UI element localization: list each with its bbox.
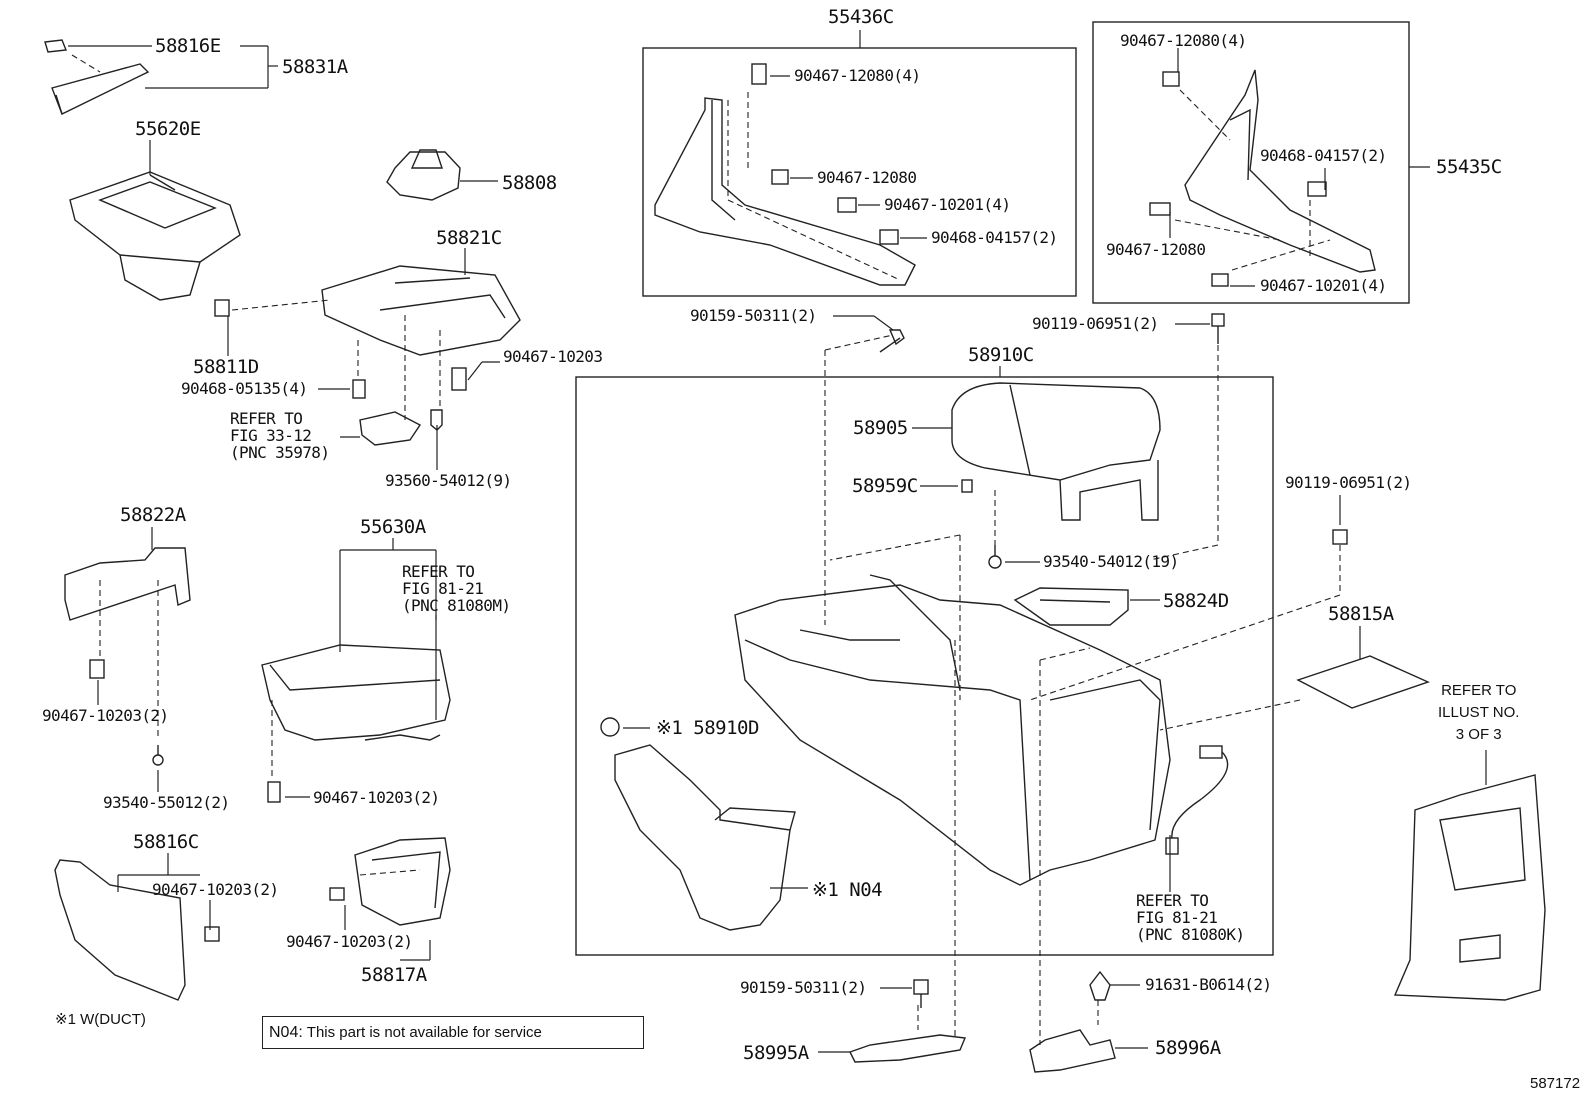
bolt-91631 xyxy=(1089,970,1111,1001)
part-58811d-clip xyxy=(214,299,230,317)
refer-fig-81-21-m: REFER TO FIG 81-21 (PNC 81080M) xyxy=(402,562,511,615)
refer-line: REFER TO xyxy=(1136,891,1209,910)
refer-line: REFER TO xyxy=(230,409,303,428)
label-90467-10201-4-b: 90467-10201(4) xyxy=(1260,276,1387,295)
label-58959c: 58959C xyxy=(852,475,918,497)
label-58816e: 58816E xyxy=(155,35,221,57)
label-90467-12080-4-b: 90467-12080(4) xyxy=(1120,31,1247,50)
part-55620e-tray xyxy=(69,171,241,301)
wire-harness-k xyxy=(1165,745,1229,855)
screw-93540-54012 xyxy=(988,545,1002,569)
part-58816e-clip xyxy=(44,39,67,53)
part-58817a-bracket xyxy=(329,837,451,926)
label-90159-50311-b: 90159-50311(2) xyxy=(740,978,867,997)
refer-line: FIG 81-21 xyxy=(402,579,484,598)
label-90467-10203-a: 90467-10203 xyxy=(503,347,603,366)
refer-line: REFER TO xyxy=(1441,682,1517,699)
label-90467-10203-2-d: 90467-10203(2) xyxy=(286,932,413,951)
label-90468-04157-2-b: 90468-04157(2) xyxy=(1260,146,1387,165)
label-93560-54012: 93560-54012(9) xyxy=(385,471,512,490)
label-91631-b0614: 91631-B0614(2) xyxy=(1145,975,1272,994)
part-55630a-box xyxy=(261,644,451,803)
label-58824d: 58824D xyxy=(1163,590,1229,612)
label-90468-05135: 90468-05135(4) xyxy=(181,379,308,398)
refer-line: (PNC 81080K) xyxy=(1136,925,1245,944)
part-58816c-panel xyxy=(54,859,220,1001)
label-90467-12080-b: 90467-12080 xyxy=(1106,240,1206,259)
group-box-55435c xyxy=(1092,21,1410,304)
label-55620e: 55620E xyxy=(135,118,201,140)
part-55436c-trim xyxy=(654,63,916,286)
part-58905-armrest xyxy=(951,382,1161,521)
label-90119-06951-a: 90119-06951(2) xyxy=(1032,314,1159,333)
label-55435c: 55435C xyxy=(1436,156,1502,178)
label-90467-10203-2-b: 90467-10203(2) xyxy=(313,788,440,807)
part-55435c-trim xyxy=(1149,69,1376,287)
part-58815a-pad xyxy=(1296,655,1430,709)
label-58815a: 58815A xyxy=(1328,603,1394,625)
label-90467-10203-2-c: 90467-10203(2) xyxy=(152,880,279,899)
refer-fig-33-12: REFER TO FIG 33-12 (PNC 35978) xyxy=(230,409,330,462)
label-58817a: 58817A xyxy=(361,964,427,986)
refer-line: (PNC 81080M) xyxy=(402,596,511,615)
clip-58959c xyxy=(961,479,973,493)
clips-58821c xyxy=(352,367,467,446)
label-93540-55012: 93540-55012(2) xyxy=(103,793,230,812)
label-58811d: 58811D xyxy=(193,356,259,378)
label-n04: ※1 N04 xyxy=(812,879,883,901)
refer-line: 3 OF 3 xyxy=(1455,726,1502,743)
label-58821c: 58821C xyxy=(436,227,502,249)
label-90159-50311-a: 90159-50311(2) xyxy=(690,306,817,325)
part-58822a-bracket xyxy=(64,547,191,766)
label-58905: 58905 xyxy=(853,417,908,439)
dashed-assembly-lines xyxy=(71,54,1341,1045)
part-58831a-panel xyxy=(51,63,150,115)
part-58821c-panel xyxy=(321,265,521,356)
refer-line: ILLUST NO. xyxy=(1438,704,1520,721)
part-58995a-bracket xyxy=(849,1034,967,1063)
n04-note-box: N04: This part is not available for serv… xyxy=(262,1016,644,1049)
part-rear-console-illust xyxy=(1393,774,1546,1001)
note-code: N04: xyxy=(269,1023,303,1041)
bolt-90159-top xyxy=(879,329,905,353)
label-58910d: ※1 58910D xyxy=(656,717,759,739)
part-58910d-duct xyxy=(600,717,796,931)
label-58831a: 58831A xyxy=(282,56,348,78)
label-90467-10203-2-a: 90467-10203(2) xyxy=(42,706,169,725)
part-58996a-bracket xyxy=(1029,1029,1116,1073)
label-90467-12080-4-a: 90467-12080(4) xyxy=(794,66,921,85)
label-90468-04157-2-a: 90468-04157(2) xyxy=(931,228,1058,247)
label-58995a: 58995A xyxy=(743,1042,809,1064)
label-90119-06951-b: 90119-06951(2) xyxy=(1285,473,1412,492)
refer-line: REFER TO xyxy=(402,562,475,581)
label-58996a: 58996A xyxy=(1155,1037,1221,1059)
label-90467-12080-a: 90467-12080 xyxy=(817,168,917,187)
group-box-58910c xyxy=(575,376,1274,956)
label-55630a: 55630A xyxy=(360,516,426,538)
part-58910c-console xyxy=(734,574,1171,886)
part-58824d-tray xyxy=(1013,587,1129,626)
label-58910c: 58910C xyxy=(968,344,1034,366)
refer-illust-3-of-3: REFER TO ILLUST NO. 3 OF 3 xyxy=(1438,680,1519,746)
label-58822a: 58822A xyxy=(120,504,186,526)
bolt-90119-top xyxy=(1211,313,1225,344)
note-text: This part is not available for service xyxy=(306,1024,542,1041)
part-58808-boot xyxy=(386,149,461,201)
refer-fig-81-21-k: REFER TO FIG 81-21 (PNC 81080K) xyxy=(1136,891,1245,944)
refer-line: FIG 33-12 xyxy=(230,426,312,445)
label-58816c: 58816C xyxy=(133,831,199,853)
figure-id: 587172 xyxy=(1530,1075,1581,1092)
label-93540-54012: 93540-54012(19) xyxy=(1043,552,1179,571)
label-55436c: 55436C xyxy=(828,6,894,28)
leader-lines xyxy=(68,30,1487,1053)
bolt-90119-right xyxy=(1332,529,1348,545)
label-90467-10201-4-a: 90467-10201(4) xyxy=(884,195,1011,214)
label-58808: 58808 xyxy=(502,172,557,194)
footnote-w-duct: ※1 W(DUCT) xyxy=(55,1011,146,1028)
refer-line: (PNC 35978) xyxy=(230,443,330,462)
bolt-90159-bottom xyxy=(913,979,929,1008)
refer-line: FIG 81-21 xyxy=(1136,908,1218,927)
